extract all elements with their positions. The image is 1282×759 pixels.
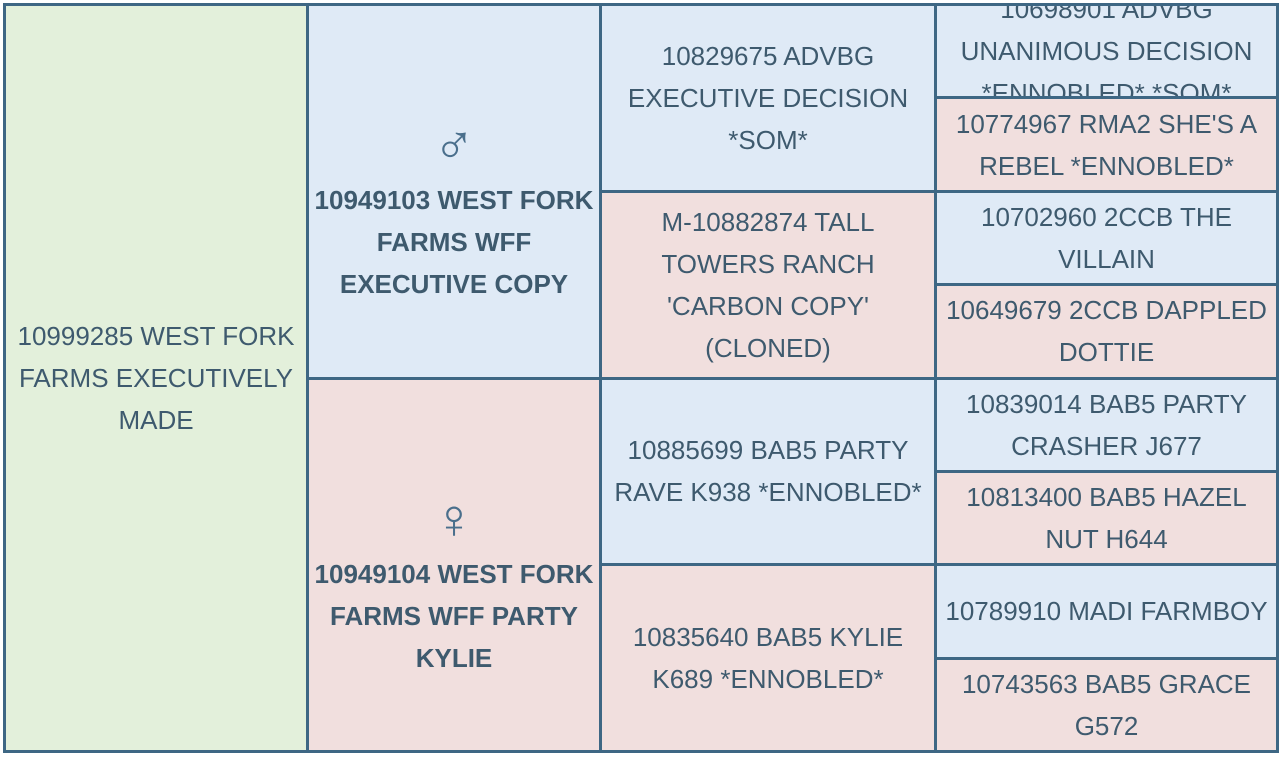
great-grandparent-name: 10774967 RMA2 SHE'S A REBEL *ENNOBLED* (955, 108, 1258, 181)
dam-cell: ♀ 10949104 WEST FORK FARMS WFF PARTY KYL… (309, 379, 599, 750)
dam-name: 10949104 WEST FORK FARMS WFF PARTY KYLIE (314, 558, 594, 673)
subject-animal: 10999285 WEST FORK FARMS EXECUTIVELY MAD… (6, 6, 306, 750)
great-grandparent-name: 10702960 2CCB THE VILLAIN (980, 201, 1232, 274)
great-grandparent-name: 10698901 ADVBG UNANIMOUS DECISION *ENNOB… (960, 6, 1253, 97)
ggs-1: 10698901 ADVBG UNANIMOUS DECISION *ENNOB… (937, 6, 1276, 97)
ggs-3: 10702960 2CCB THE VILLAIN (937, 192, 1276, 284)
maternal-granddam: 10835640 BAB5 KYLIE K689 *ENNOBLED* (602, 566, 934, 750)
female-symbol-icon: ♀ (433, 486, 475, 550)
maternal-granddam-name: 10835640 BAB5 KYLIE K689 *ENNOBLED* (632, 622, 904, 695)
paternal-granddam: M-10882874 TALL TOWERS RANCH 'CARBON COP… (602, 192, 934, 377)
great-grandparent-name: 10743563 BAB5 GRACE G572 (961, 668, 1252, 741)
sire-name: 10949103 WEST FORK FARMS WFF EXECUTIVE C… (314, 185, 594, 300)
ggd-6: 10813400 BAB5 HAZEL NUT H644 (937, 472, 1276, 564)
ggs-5: 10839014 BAB5 PARTY CRASHER J677 (937, 379, 1276, 470)
ggd-2: 10774967 RMA2 SHE'S A REBEL *ENNOBLED* (937, 99, 1276, 190)
ggs-7: 10789910 MADI FARMBOY (937, 566, 1276, 657)
maternal-grandsire: 10885699 BAB5 PARTY RAVE K938 *ENNOBLED* (602, 379, 934, 564)
great-grandparent-name: 10813400 BAB5 HAZEL NUT H644 (966, 482, 1247, 555)
pedigree-chart: 10999285 WEST FORK FARMS EXECUTIVELY MAD… (3, 3, 1279, 753)
male-symbol-icon: ♂ (433, 113, 475, 177)
ggd-8: 10743563 BAB5 GRACE G572 (937, 659, 1276, 750)
great-grandparent-name: 10789910 MADI FARMBOY (945, 596, 1268, 627)
subject-name: 10999285 WEST FORK FARMS EXECUTIVELY MAD… (17, 321, 295, 435)
maternal-grandsire-name: 10885699 BAB5 PARTY RAVE K938 *ENNOBLED* (614, 435, 922, 508)
paternal-grandsire-name: 10829675 ADVBG EXECUTIVE DECISION *SOM* (627, 40, 909, 155)
paternal-granddam-name: M-10882874 TALL TOWERS RANCH 'CARBON COP… (661, 206, 875, 363)
sire-cell: ♂ 10949103 WEST FORK FARMS WFF EXECUTIVE… (309, 6, 599, 377)
great-grandparent-name: 10839014 BAB5 PARTY CRASHER J677 (966, 388, 1247, 461)
ggd-4: 10649679 2CCB DAPPLED DOTTIE (937, 286, 1276, 377)
great-grandparent-name: 10649679 2CCB DAPPLED DOTTIE (946, 295, 1267, 368)
paternal-grandsire: 10829675 ADVBG EXECUTIVE DECISION *SOM* (602, 6, 934, 190)
